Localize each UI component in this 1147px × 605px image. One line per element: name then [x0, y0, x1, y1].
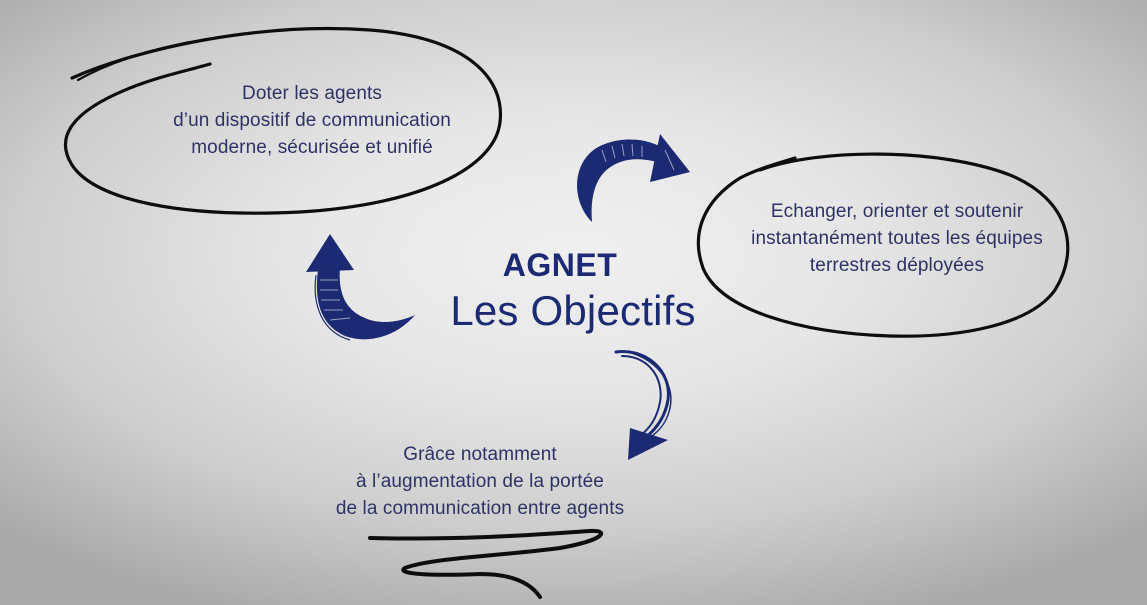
- objective-line: moderne, sécurisée et unifié: [191, 137, 433, 158]
- objective-top-left: Doter les agents d’un dispositif de comm…: [112, 80, 512, 161]
- scribble-underline: [368, 528, 604, 599]
- ellipse-top-left: [63, 26, 503, 215]
- curved-arrow-down-icon: [614, 350, 672, 460]
- brand-title: AGNET: [502, 247, 618, 283]
- objective-line: d’un dispositif de communication: [173, 110, 451, 131]
- curved-arrow-right-icon: [577, 134, 690, 222]
- objective-line: terrestres déployées: [809, 255, 985, 276]
- page-title: Les Objectifs: [450, 287, 696, 334]
- objective-line: Echanger, orienter et soutenir: [770, 201, 1024, 222]
- curved-arrow-up-icon: [306, 234, 415, 341]
- objective-line: à l’augmentation de la portée: [356, 471, 604, 492]
- objective-line: de la communication entre agents: [335, 498, 625, 519]
- objective-line: instantanément toutes les équipes: [751, 228, 1043, 249]
- ellipse-right: [696, 152, 1070, 338]
- objective-line: Doter les agents: [242, 83, 382, 104]
- objective-right: Echanger, orienter et soutenir instantan…: [712, 198, 1082, 279]
- objective-line: Grâce notamment: [403, 444, 557, 465]
- objective-bottom: Grâce notamment à l’augmentation de la p…: [280, 441, 680, 522]
